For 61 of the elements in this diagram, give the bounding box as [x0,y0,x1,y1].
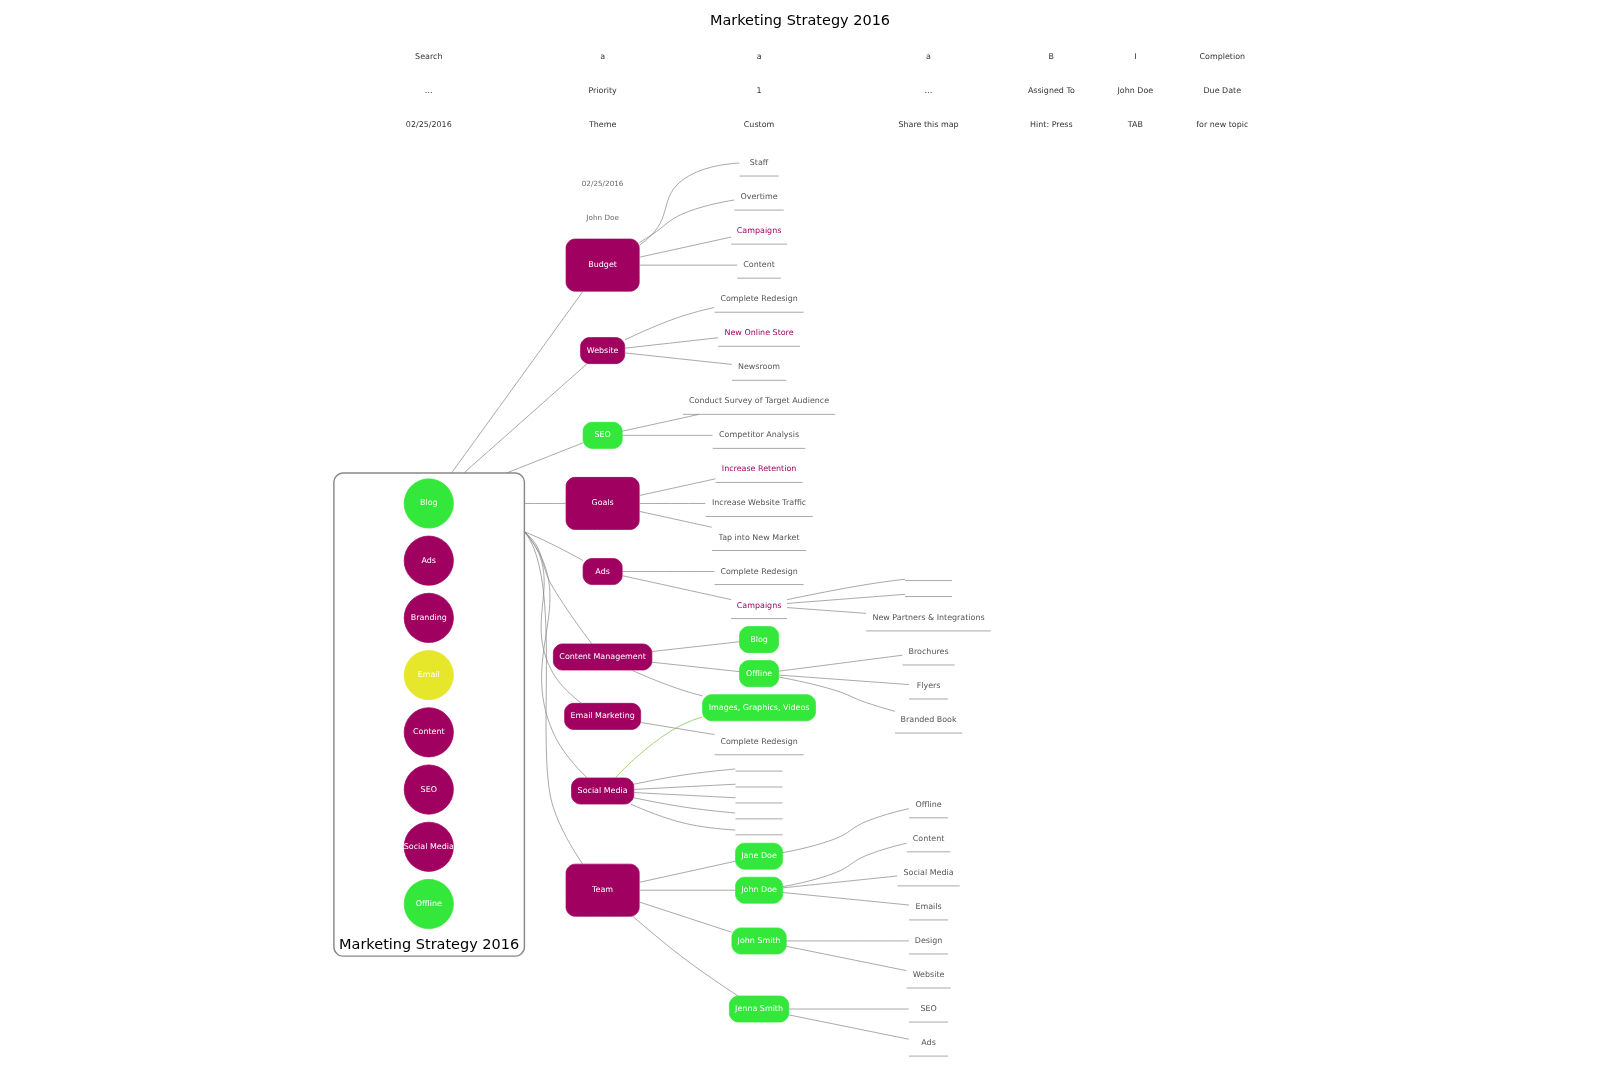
connector [786,578,906,601]
connector [524,531,588,779]
connector [638,510,713,528]
diagram-title: Marketing Strategy 2016 [709,12,891,29]
node-line [904,580,953,581]
connector [638,503,706,504]
connector [782,808,910,853]
connector [524,531,583,865]
connector [638,199,735,244]
node-line [735,834,783,836]
connector [624,307,715,341]
connector [651,641,740,652]
connector [788,1008,910,1010]
connector [785,940,910,942]
connector [624,352,733,365]
connector [524,503,567,504]
connector [638,264,738,266]
node-line [735,786,783,788]
connector [524,531,593,645]
connector [638,236,732,258]
connector [630,803,736,831]
connector [633,783,736,790]
connector [622,435,713,436]
connector [786,593,906,604]
connector [638,860,736,883]
node-line [735,770,783,772]
connector [778,674,910,685]
connector [622,571,715,572]
connector [633,797,736,814]
connector [638,478,716,496]
connector [638,901,733,933]
connector [633,792,736,799]
node-line [904,596,953,597]
connector [785,945,907,971]
node-line [735,802,783,804]
connector [524,531,584,561]
connector [451,290,584,474]
connector [778,654,903,672]
connector [638,889,736,891]
node-label: 02/25/2016 [581,178,624,188]
connector [632,916,739,997]
connector [786,607,867,614]
connector [639,162,740,246]
connector [782,892,910,906]
connector [633,768,736,785]
connector [778,676,896,712]
node-line [735,818,783,820]
connector [782,842,907,888]
connector [651,661,740,672]
connector [463,363,588,474]
connector [614,716,703,779]
connector [622,575,732,600]
node-label: John Doe [586,212,619,222]
connector [640,722,715,735]
connector [782,875,898,889]
connector [788,1014,910,1040]
connector [624,337,719,349]
connector [524,531,582,704]
connector [506,442,584,474]
connector [630,669,703,697]
connector [622,414,700,432]
